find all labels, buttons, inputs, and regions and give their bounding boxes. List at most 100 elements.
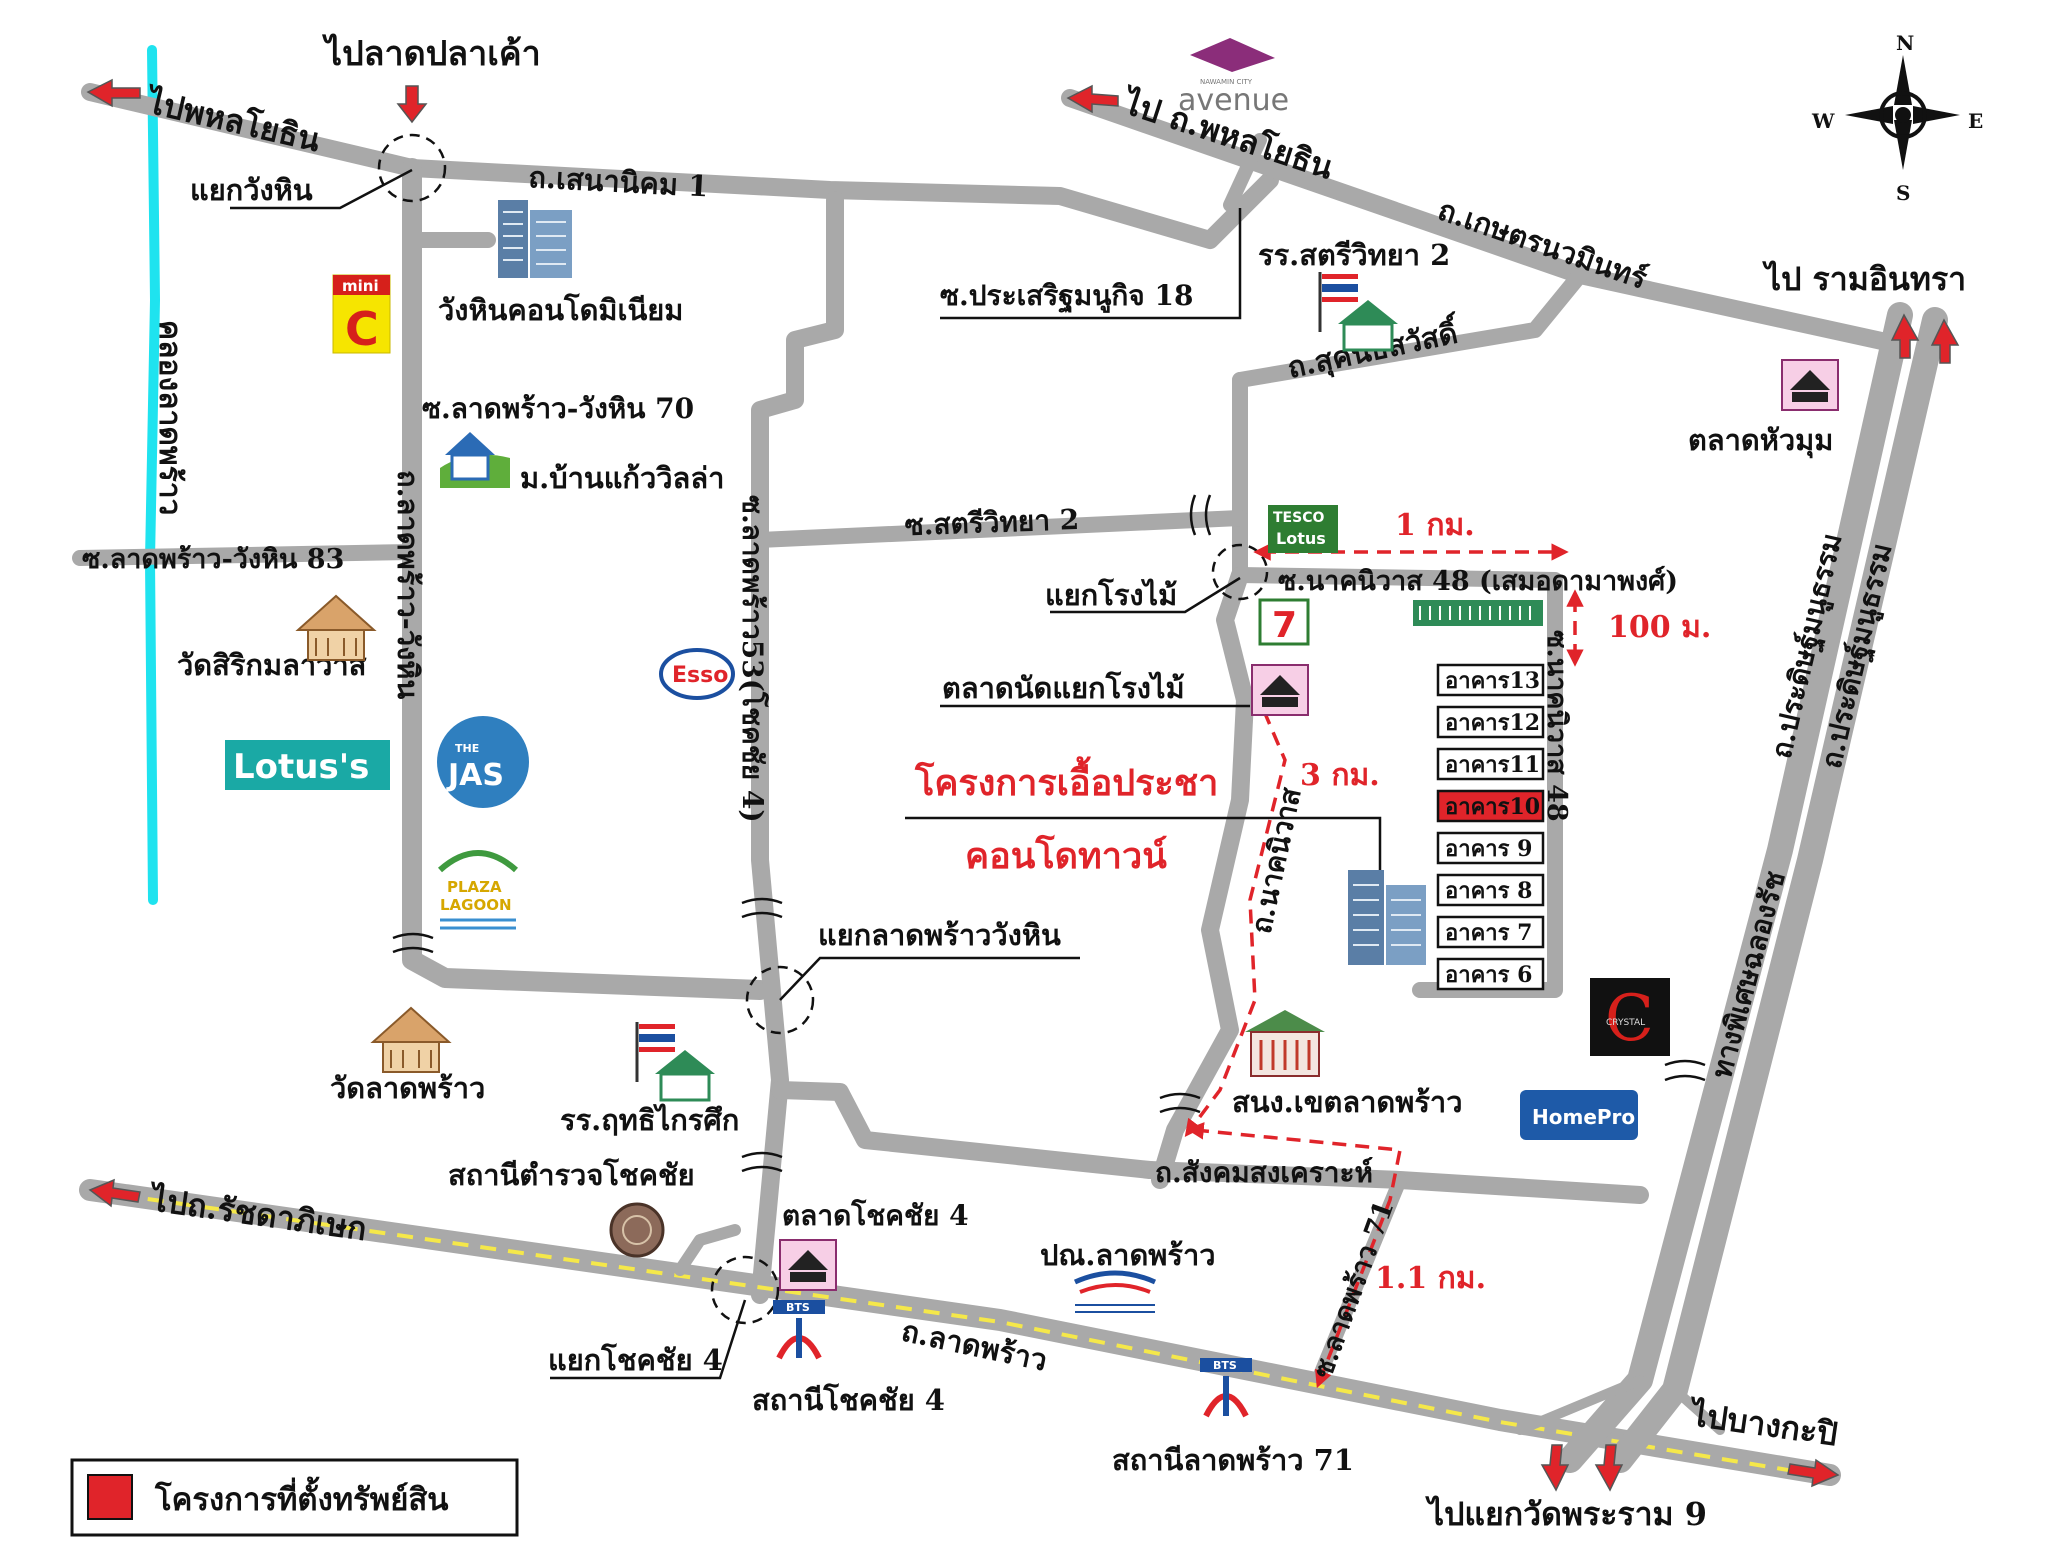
junction-latphrao-wanghin-ring (745, 965, 815, 1035)
post-office-logo (1073, 1270, 1157, 1313)
building-12: อาคาร12 (1445, 710, 1540, 736)
district-office-icon (1245, 1010, 1325, 1077)
place-police-chokchai: สถานีตำรวจโชคชัย (448, 1157, 695, 1192)
place-ban-kaew-villa: ม.บ้านแก้ววิลล่า (520, 461, 724, 495)
place-school-ruethi: รร.ฤทธิไกรศึก (560, 1103, 739, 1137)
place-wanghin-condo: วังหินคอนโดมิเนียม (438, 292, 683, 327)
house-village-icon (440, 432, 510, 488)
market-icon (1251, 664, 1309, 716)
building-8: อาคาร 8 (1445, 878, 1532, 904)
building-9: อาคาร 9 (1445, 836, 1532, 862)
esso-logo: Esso (659, 648, 735, 700)
canal-label: คลองลาดพร้าว (152, 320, 187, 515)
junction-chokchai4-label: แยกโชคชัย 4 (548, 1342, 723, 1377)
building-6: อาคาร 6 (1445, 962, 1532, 988)
project-name-line2: คอนโดทาวน์ (965, 834, 1167, 877)
dir-to-phahon-left: ไปพหลโยธิน (141, 82, 324, 159)
seven-eleven-logo: 7 (1258, 598, 1310, 646)
svg-text:C: C (1605, 982, 1654, 1056)
bts-station-icon: BTS (1200, 1358, 1252, 1418)
distance-3km-line (1184, 689, 1287, 1137)
distance-100m: 100 ม. (1608, 610, 1711, 645)
building-6-box (1436, 957, 1545, 991)
road-latphrao-wanghin: ถ.ลาดพร้าว-วังหิน (391, 470, 425, 699)
place-talad-chokchai4: ตลาดโชคชัย 4 (782, 1198, 969, 1232)
place-wat-latphrao: วัดลาดพร้าว (330, 1071, 485, 1105)
road-senanikhom: ถ.เสนานิคม 1 (528, 160, 710, 203)
building-7-box (1436, 915, 1545, 949)
market-icon (1781, 359, 1839, 411)
svg-text:Lotus: Lotus (1276, 529, 1326, 548)
compass-s: S (1896, 181, 1910, 205)
svg-text:THE: THE (455, 742, 479, 755)
junction-latphrao-wanghin-label: แยกลาดพร้าววังหิน (818, 918, 1061, 952)
building-9-box (1436, 831, 1545, 865)
svg-text:NAWAMIN CITY: NAWAMIN CITY (1200, 78, 1253, 86)
place-talad-rongmai: ตลาดนัดแยกโรงไม้ (942, 670, 1185, 705)
compass-rose-icon: N S E W (1811, 31, 1983, 205)
building-11-box (1436, 747, 1545, 781)
leader-lines (230, 168, 1382, 1380)
svg-text:PLAZA: PLAZA (447, 878, 502, 896)
school-flag-icon (635, 1022, 715, 1102)
legend: โครงการที่ตั้งทรัพย์สิน (70, 1458, 519, 1537)
project-building-icon (1348, 870, 1426, 965)
dir-to-rama9: ไปแยกวัดพระราม 9 (1425, 1495, 1707, 1533)
svg-text:mini: mini (342, 277, 379, 295)
avenue-logo: NAWAMIN CITY avenue (1178, 38, 1289, 118)
bts-station-icon: BTS (773, 1300, 825, 1360)
road-nakniwat: ถ.นาคนิวาส (1245, 784, 1308, 936)
building-10: อาคาร10 (1445, 794, 1540, 820)
svg-text:Esso: Esso (672, 663, 728, 688)
building-12-box (1436, 705, 1545, 739)
distance-3km: 3 กม. (1300, 758, 1380, 793)
school-flag-icon (1318, 272, 1398, 352)
svg-text:C: C (345, 302, 379, 356)
road-prasert-18: ซ.ประเสริฐมนูกิจ 18 (940, 279, 1193, 314)
svg-text:7: 7 (1272, 605, 1297, 646)
junction-wanghin-ring (377, 133, 447, 203)
svg-text:HomePro: HomePro (1532, 1105, 1635, 1129)
svg-text:LAGOON: LAGOON (440, 896, 512, 914)
compass-n: N (1896, 31, 1914, 55)
svg-text:BTS: BTS (1213, 1359, 1237, 1372)
junction-wanghin-label: แยกวังหิน (190, 173, 313, 207)
place-school-satri2: รร.สตรีวิทยา 2 (1258, 238, 1450, 272)
junction-chokchai4-ring (710, 1255, 780, 1325)
distance-11km-line (1186, 1122, 1403, 1389)
svg-text:Lotus's: Lotus's (233, 747, 369, 787)
svg-text:CRYSTAL: CRYSTAL (1606, 1018, 1645, 1028)
junction-rongmai-label: แยกโรงไม้ (1045, 577, 1177, 612)
townhouse-row-icon (1413, 600, 1543, 626)
road-nakniwat-48: ซ.นาคนิวาส 48 (เสมอดามาพงศ์) (1278, 565, 1678, 597)
market-icon (779, 1239, 837, 1291)
road-satri-2-soi: ซ.สตรีวิทยา 2 (904, 503, 1080, 542)
junction-rongmai-ring (1211, 543, 1269, 601)
building-13-box (1436, 663, 1545, 697)
building-7: อาคาร 7 (1445, 920, 1532, 946)
temple-icon (295, 594, 377, 661)
legend-swatch (87, 1474, 133, 1520)
crystal-logo: C CRYSTAL (1590, 978, 1670, 1056)
canal-line (144, 45, 161, 905)
legend-label: โครงการที่ตั้งทรัพย์สิน (154, 1476, 449, 1518)
plaza-lagoon-logo: PLAZA LAGOON (438, 850, 518, 930)
road-nakniwat-48-vertical: ซ.นาคนิวาส 48 (1541, 630, 1572, 822)
compass-e: E (1968, 109, 1983, 133)
road-sangkhom: ถ.สังคมสงเคราะห์ (1155, 1156, 1373, 1189)
project-name-line1: โครงการเอื้อประชา (914, 756, 1218, 804)
svg-text:TESCO: TESCO (1273, 510, 1324, 526)
place-talad-huamum: ตลาดหัวมุม (1688, 423, 1833, 458)
police-seal-icon (609, 1202, 665, 1258)
dir-to-pla-kao: ไปลาดปลาเค้า (322, 33, 541, 74)
place-station-lp71: สถานีลาดพร้าว 71 (1112, 1443, 1354, 1477)
building-8-box (1436, 873, 1545, 907)
svg-text:avenue: avenue (1178, 83, 1289, 118)
road-latphrao-wanghin-83: ซ.ลาดพร้าว-วังหิน 83 (82, 544, 344, 575)
distance-1-1km: 1.1 กม. (1375, 1261, 1486, 1296)
compass-w: W (1811, 109, 1835, 133)
place-station-chokchai4: สถานีโชคชัย 4 (752, 1382, 945, 1417)
dir-to-ratchada: ไปถ.รัชดาภิเษก (146, 1180, 369, 1248)
building-stack: อาคาร13 อาคาร12 อาคาร11 อาคาร10 อาคาร 9 … (1436, 663, 1545, 991)
